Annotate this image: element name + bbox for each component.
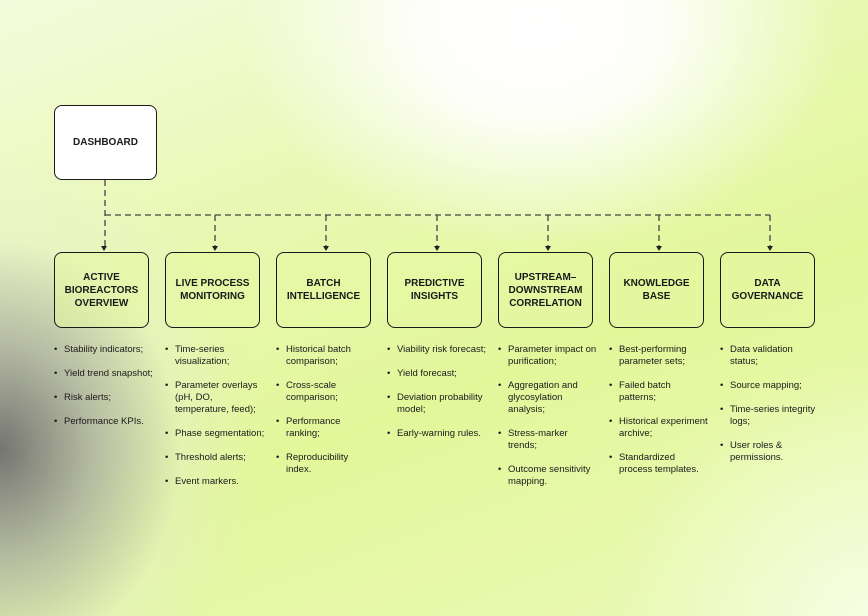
feature-item: Yield trend snapshot; (54, 368, 154, 380)
feature-list: Stability indicators; Yield trend snapsho… (54, 344, 154, 440)
arrow-head-icon (767, 246, 773, 251)
feature-item: Threshold alerts; (165, 452, 265, 464)
feature-item: Early-warning rules. (387, 428, 487, 440)
feature-list: Best-performing parameter sets; Failed ba… (609, 344, 709, 488)
feature-item: Failed batch patterns; (609, 380, 709, 404)
arrow-head-icon (434, 246, 440, 251)
category-node: KNOWLEDGE BASE (609, 252, 704, 328)
category-node: UPSTREAM–DOWNSTREAM CORRELATION (498, 252, 593, 328)
feature-item: Stress-marker trends; (498, 428, 598, 452)
arrow-head-icon (101, 246, 107, 251)
feature-item: Time-series visualization; (165, 344, 265, 368)
feature-item: Yield forecast; (387, 368, 487, 380)
arrow-head-icon (212, 246, 218, 251)
feature-item: Best-performing parameter sets; (609, 344, 709, 368)
feature-item: Event markers. (165, 476, 265, 488)
feature-list: Time-series visualization; Parameter over… (165, 344, 265, 500)
category-node: DATA GOVERNANCE (720, 252, 815, 328)
feature-item: User roles & permissions. (720, 440, 820, 464)
feature-item: Time-series integrity logs; (720, 404, 820, 428)
feature-item: Risk alerts; (54, 392, 154, 404)
feature-item: Historical experiment archive; (609, 416, 709, 440)
feature-item: Aggregation and glycosylation analysis; (498, 380, 598, 416)
category-label: ACTIVE BIOREACTORS OVERVIEW (64, 271, 139, 309)
category-node: LIVE PROCESS MONITORING (165, 252, 260, 328)
feature-item: Viability risk forecast; (387, 344, 487, 356)
dashboard-label: DASHBOARD (73, 137, 138, 148)
feature-item: Reproducibility index. (276, 452, 376, 476)
feature-item: Deviation probability model; (387, 392, 487, 416)
feature-item: Parameter impact on purification; (498, 344, 598, 368)
category-node: ACTIVE BIOREACTORS OVERVIEW (54, 252, 149, 328)
feature-list: Historical batch comparison; Cross-scale … (276, 344, 376, 488)
arrow-head-icon (323, 246, 329, 251)
feature-item: Data validation status; (720, 344, 820, 368)
category-label: PREDICTIVE INSIGHTS (404, 278, 465, 302)
arrow-head-icon (545, 246, 551, 251)
category-label: UPSTREAM–DOWNSTREAM CORRELATION (508, 271, 583, 309)
category-label: DATA GOVERNANCE (731, 278, 804, 302)
feature-item: Source mapping; (720, 380, 820, 392)
feature-list: Viability risk forecast; Yield forecast; D… (387, 344, 487, 452)
category-node: BATCH INTELLIGENCE (276, 252, 371, 328)
feature-item: Cross-scale comparison; (276, 380, 376, 404)
feature-item: Phase segmentation; (165, 428, 265, 440)
feature-list: Data validation status; Source mapping; Ti… (720, 344, 820, 476)
feature-item: Historical batch comparison; (276, 344, 376, 368)
feature-item: Standardized process templates. (609, 452, 709, 476)
feature-list: Parameter impact on purification; Aggrega… (498, 344, 598, 500)
arrow-head-icon (656, 246, 662, 251)
dashboard-node: DASHBOARD (54, 105, 157, 180)
category-label: LIVE PROCESS MONITORING (175, 278, 250, 302)
category-label: KNOWLEDGE BASE (623, 278, 690, 302)
feature-item: Outcome sensitivity mapping. (498, 464, 598, 488)
category-node: PREDICTIVE INSIGHTS (387, 252, 482, 328)
feature-item: Stability indicators; (54, 344, 154, 356)
feature-item: Performance KPIs. (54, 416, 154, 428)
feature-item: Parameter overlays (pH, DO, temperature,… (165, 380, 265, 416)
feature-item: Performance ranking; (276, 416, 376, 440)
category-label: BATCH INTELLIGENCE (286, 278, 361, 302)
